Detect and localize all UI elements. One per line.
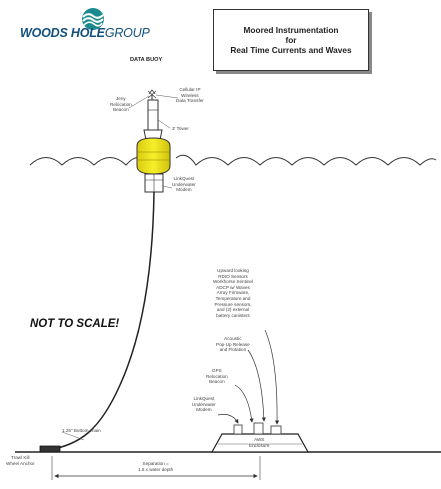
label-beacon-line: Relocation: [110, 101, 132, 107]
label-data-transfer: Cellular IP Wireless Data Transfer: [176, 87, 204, 104]
label-tower-line: 3' Tower: [172, 126, 189, 131]
seafloor-platform: [210, 422, 310, 453]
label-anchor: Trawl Kill Wheel Anchor: [6, 455, 35, 466]
mooring-cable: [47, 191, 155, 451]
separation-dimension: [51, 456, 261, 480]
label-adcp-line: Array Firmware,: [216, 290, 250, 296]
label-modem-line: Modem: [176, 187, 192, 193]
label-modem-line: LinkQuest: [173, 176, 195, 181]
title-box: Moored Instrumentation for Real Time Cur…: [213, 9, 369, 71]
label-separation-line: Separation =: [142, 461, 169, 466]
buoy-heading: DATA BUOY: [130, 57, 163, 63]
company-logo: WOODS HOLEGROUP: [20, 26, 150, 40]
label-anchor-line: Wheel Anchor: [6, 460, 35, 466]
label-separation-line: 1.5 x water depth: [138, 466, 174, 472]
label-release: Acoustic Pop-Up Release and Flotation: [216, 336, 250, 353]
label-adcp-line: and (2) external: [216, 307, 250, 313]
label-modem-line: Underwater: [172, 181, 196, 187]
label-adcp-line: Temperature and: [215, 295, 251, 301]
label-adcp-line: Pressure sensors,: [214, 301, 252, 307]
title-line-2: for: [285, 35, 297, 45]
label-separation: Separation = 1.5 x water depth: [138, 461, 173, 472]
label-adcp-line: Workhorse Sentinel: [213, 279, 254, 285]
buoy-hull: [136, 137, 171, 175]
label-platform-line: AWS: [254, 437, 265, 442]
label-beacon-line: Beacon: [113, 107, 129, 113]
not-to-scale-note: NOT TO SCALE!: [30, 318, 120, 330]
water-surface: [29, 154, 437, 166]
buoy-frame: [144, 173, 164, 193]
label-tower: 3' Tower: [172, 126, 189, 132]
label-adcp: Upward looking RDIO Sensors Workhorse Se…: [213, 268, 253, 318]
label-floor-modem-line: LinkQuest: [193, 396, 215, 401]
logo-brand-thin: GROUP: [104, 26, 150, 40]
label-transfer-line: Cellular IP: [179, 87, 201, 92]
title-line-1: Moored Instrumentation: [243, 25, 339, 35]
label-release-line: and Flotation: [219, 347, 247, 353]
label-adcp-line: RDIO Sensors: [218, 273, 248, 279]
label-beacon: Jeny Relocation Beacon: [110, 96, 132, 113]
label-release-line: Acoustic: [224, 336, 242, 341]
label-gps-line: Beacon: [209, 379, 225, 385]
label-gps-line: Relocation: [206, 373, 228, 379]
globe-wave-icon: [82, 8, 104, 30]
title-line-3: Real Time Currents and Waves: [230, 45, 352, 55]
label-transfer-line: Wireless: [181, 92, 199, 98]
label-transfer-line: Data Transfer: [176, 98, 204, 104]
logo-brand-bold: WOODS HOLE: [20, 26, 105, 40]
label-platform: AWS Enclosure: [249, 437, 269, 448]
label-gps: GPS Relocation Beacon: [206, 368, 228, 385]
label-chain: 1.25" Bottom chain: [62, 428, 101, 433]
label-adcp-line: ADCP w/ Waves: [216, 284, 250, 290]
label-floor-modem: LinkQuest Underwater Modem: [192, 396, 216, 413]
label-adcp-line: battery canisters: [216, 312, 250, 318]
label-release-line: Pop-Up Release: [216, 341, 250, 347]
label-gps-line: GPS: [212, 368, 222, 373]
anchor: [39, 445, 61, 453]
label-floor-modem-line: Modem: [196, 407, 212, 413]
label-anchor-line: Trawl Kill: [11, 455, 30, 460]
label-buoy-modem: LinkQuest Underwater Modem: [172, 176, 196, 193]
label-beacon-line: Jeny: [116, 96, 126, 101]
label-platform-line: Enclosure: [249, 442, 270, 448]
label-floor-modem-line: Underwater: [192, 401, 216, 407]
label-adcp-line: Upward looking: [217, 268, 249, 273]
